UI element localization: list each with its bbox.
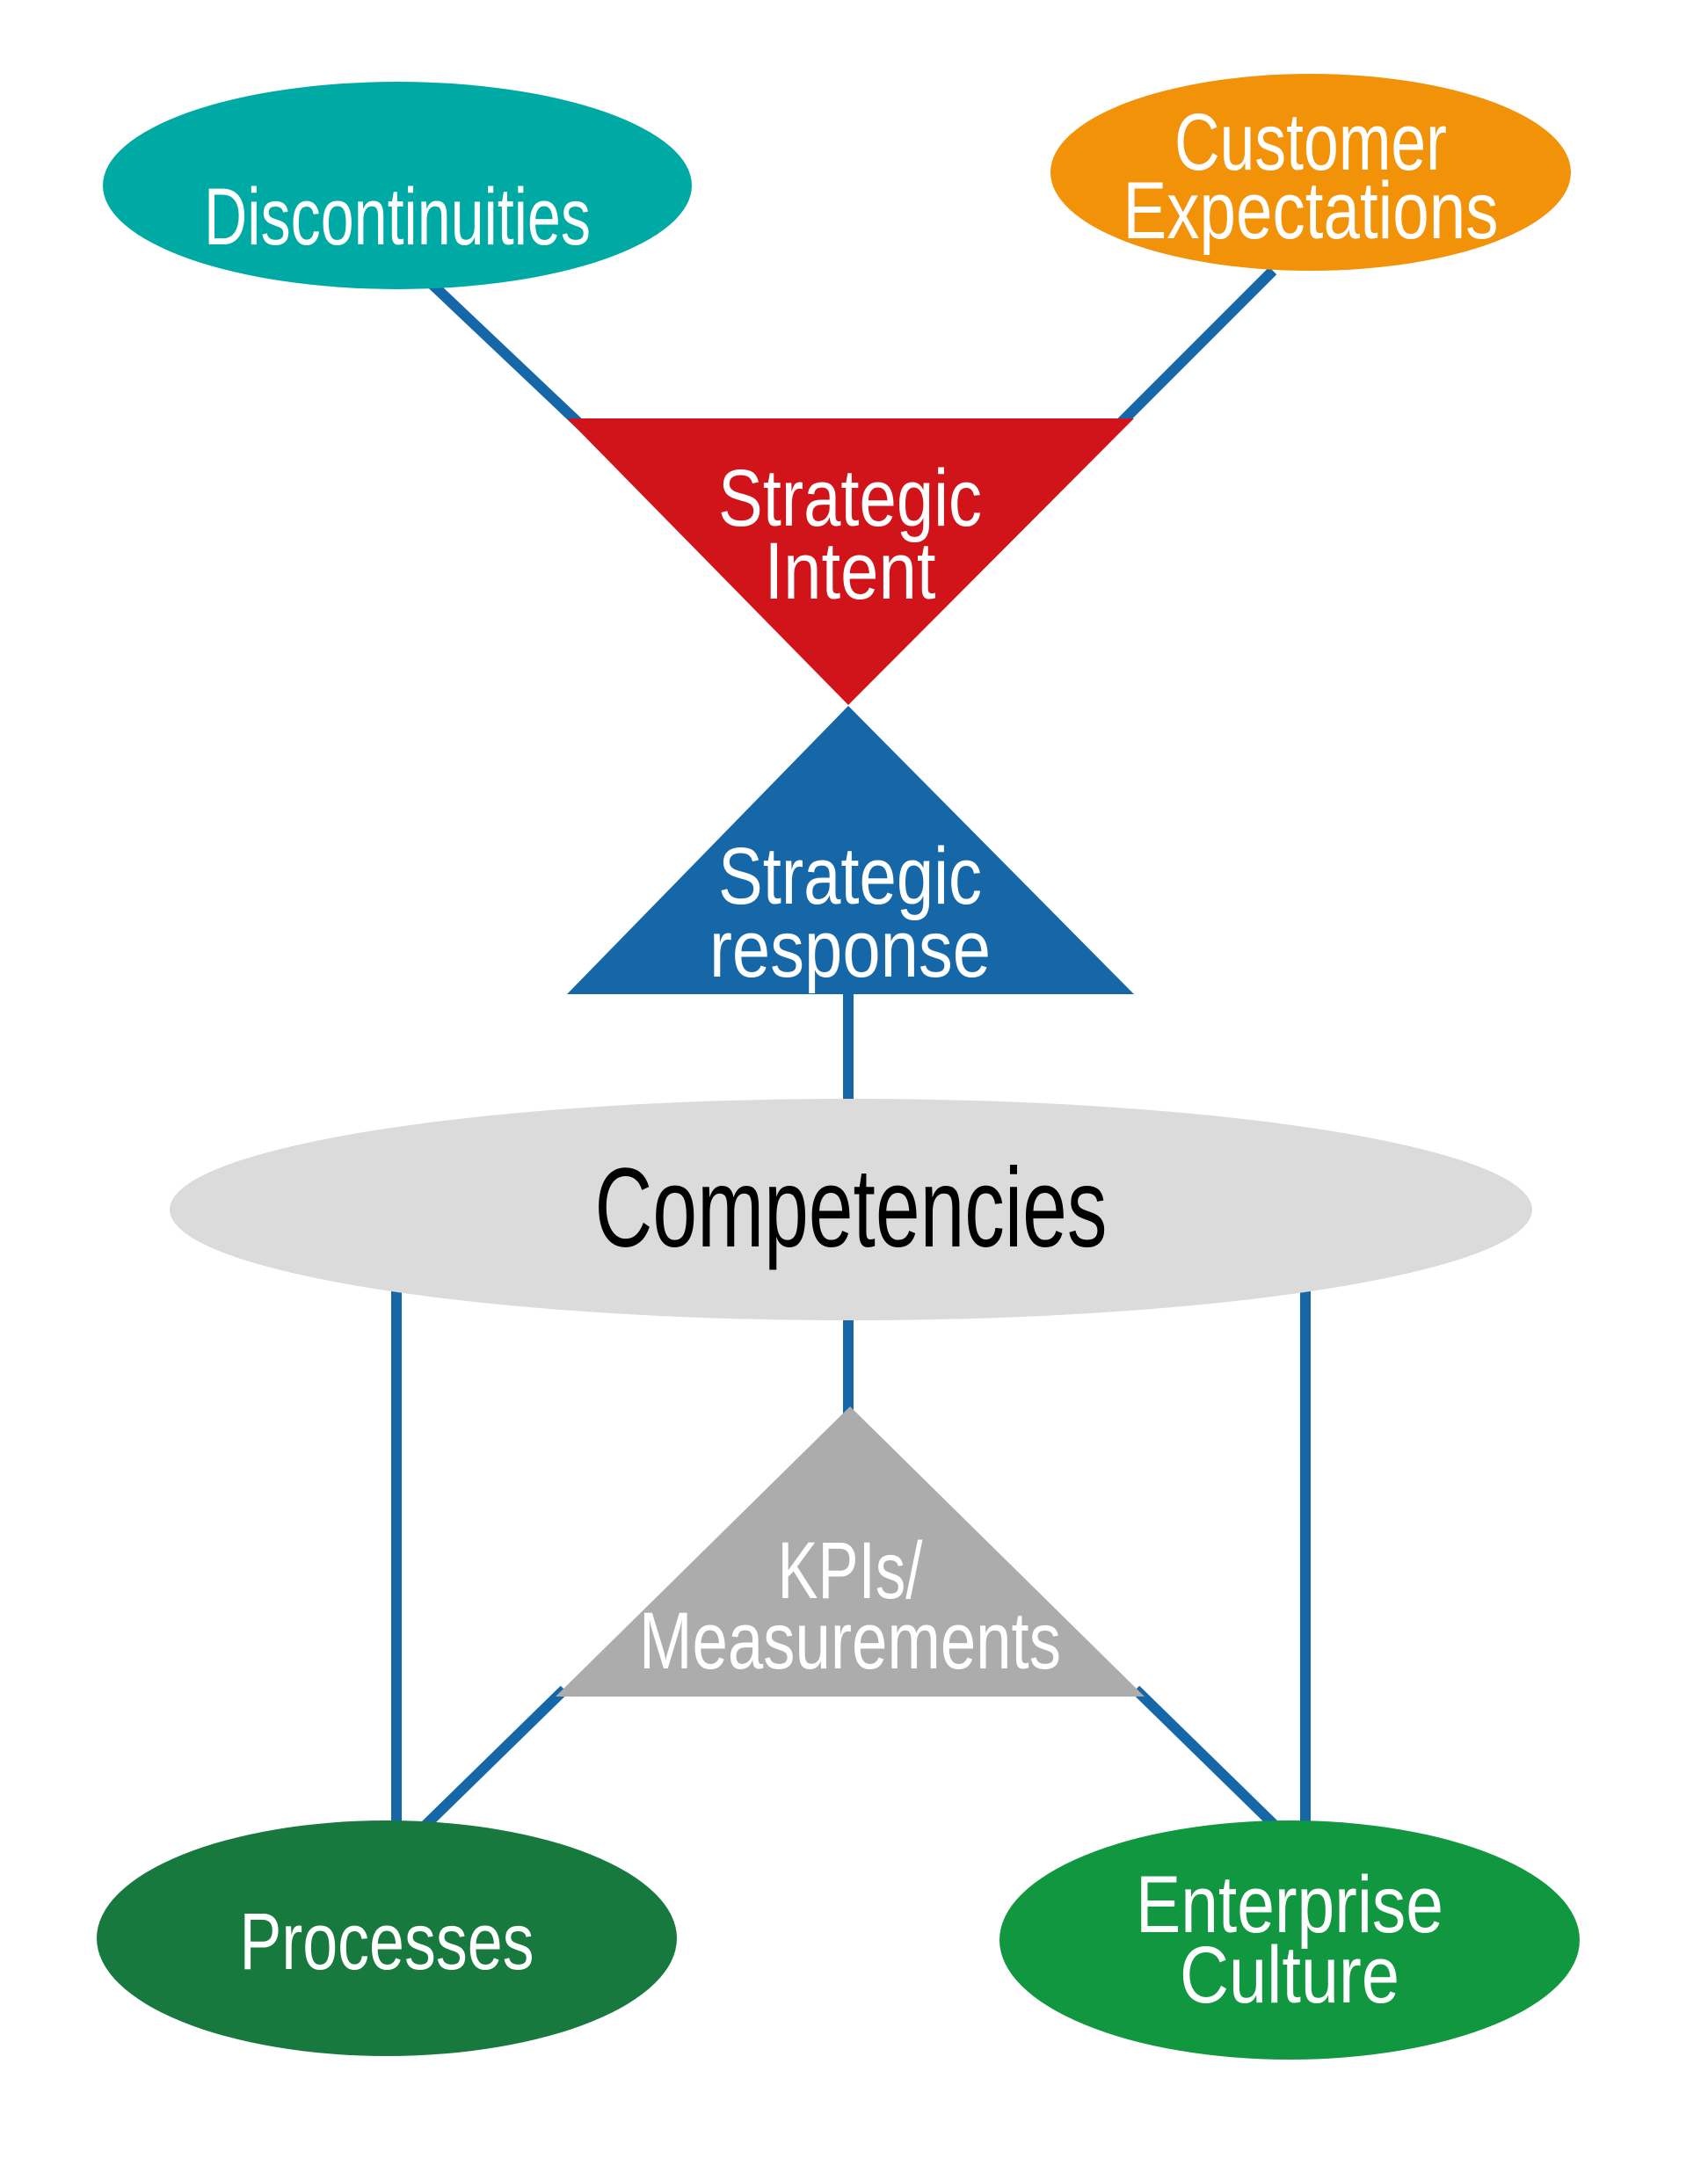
strategic-intent-label-line1: Strategic <box>718 454 982 543</box>
connector-kpis-to-processes <box>403 1685 569 1847</box>
customer-expectations-label-line1: Customer <box>1174 98 1447 187</box>
kpis-measurements-node <box>556 1406 1145 1697</box>
nodes <box>97 74 1580 2060</box>
enterprise-culture-label-line2: Culture <box>1180 1930 1399 2020</box>
processes-label: Processes <box>240 1897 534 1987</box>
kpis-measurements-label-line1: KPIs/ <box>778 1526 923 1616</box>
customer-expectations-node <box>1050 74 1571 271</box>
connector-kpis-to-enterprise-culture <box>1131 1685 1297 1847</box>
customer-expectations-label-line2: Expectations <box>1123 166 1499 256</box>
connectors <box>391 266 1311 1847</box>
strategic-response-label-line2: response <box>709 905 991 994</box>
kpis-measurements-label-line2: Measurements <box>639 1596 1061 1686</box>
discontinuities-label: Discontinuities <box>204 172 591 262</box>
discontinuities-node <box>103 82 692 289</box>
node-labels: Discontinuities Customer Expectations St… <box>204 98 1499 2020</box>
strategic-response-label-line1: Strategic <box>718 832 982 921</box>
connector-customer-expectations-to-strategic-intent <box>1098 266 1277 446</box>
strategic-response-node <box>567 706 1134 994</box>
connector-discontinuities-to-strategic-intent <box>425 277 599 442</box>
competencies-label: Competencies <box>595 1145 1108 1271</box>
competencies-node <box>170 1099 1532 1320</box>
enterprise-culture-label-line1: Enterprise <box>1136 1860 1443 1950</box>
enterprise-culture-node <box>999 1820 1580 2060</box>
strategic-intent-label-line2: Intent <box>765 527 936 616</box>
processes-node <box>97 1820 677 2056</box>
strategic-intent-node <box>567 418 1134 705</box>
